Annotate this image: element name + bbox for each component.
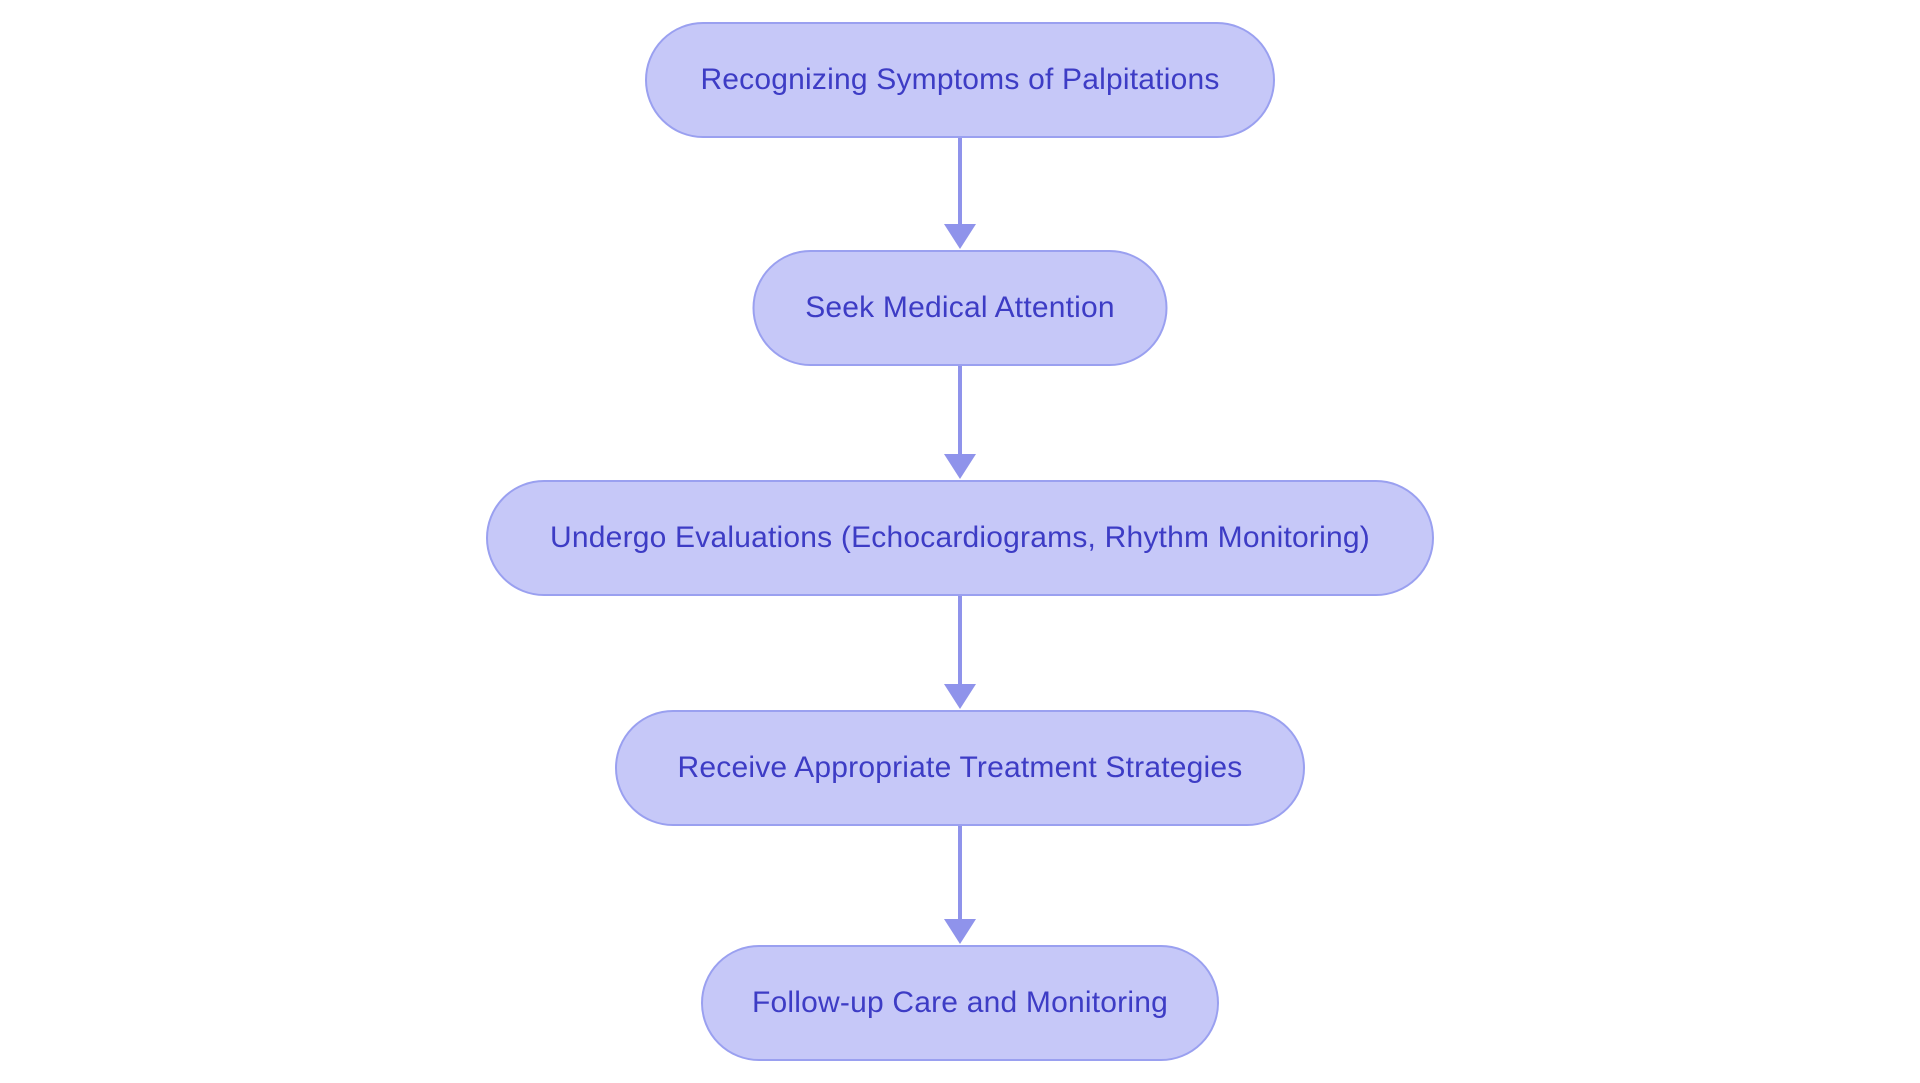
- arrowhead-icon: [944, 919, 976, 944]
- node-label: Receive Appropriate Treatment Strategies: [677, 751, 1243, 784]
- arrow-down-icon: [944, 826, 976, 944]
- arrow-shaft: [958, 596, 962, 684]
- flowchart-node-undergo-evaluations: Undergo Evaluations (Echocardiograms, Rh…: [486, 480, 1434, 596]
- node-label: Recognizing Symptoms of Palpitations: [700, 63, 1220, 96]
- flowchart-node-receive-treatment: Receive Appropriate Treatment Strategies: [615, 710, 1305, 826]
- arrow-shaft: [958, 138, 962, 224]
- arrow-down-icon: [944, 596, 976, 709]
- node-label: Undergo Evaluations (Echocardiograms, Rh…: [550, 521, 1370, 554]
- node-label: Follow-up Care and Monitoring: [751, 986, 1168, 1019]
- arrow-shaft: [958, 826, 962, 919]
- arrowhead-icon: [944, 684, 976, 709]
- flowchart-node-recognizing-symptoms: Recognizing Symptoms of Palpitations: [645, 22, 1275, 138]
- node-label: Seek Medical Attention: [805, 291, 1115, 324]
- arrowhead-icon: [944, 224, 976, 249]
- arrowhead-icon: [944, 454, 976, 479]
- flowchart-node-seek-medical-attention: Seek Medical Attention: [752, 250, 1168, 366]
- arrow-down-icon: [944, 138, 976, 249]
- arrow-down-icon: [944, 366, 976, 479]
- arrow-shaft: [958, 366, 962, 454]
- flowchart-node-follow-up-care: Follow-up Care and Monitoring: [701, 945, 1219, 1061]
